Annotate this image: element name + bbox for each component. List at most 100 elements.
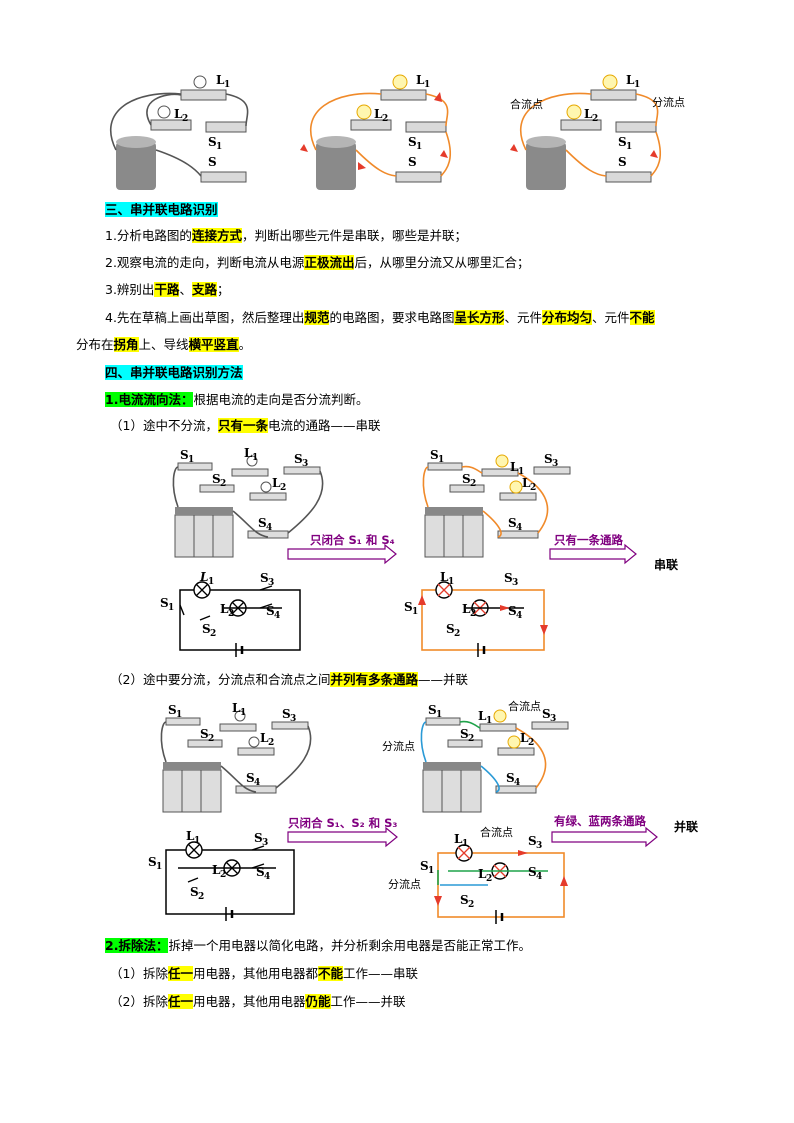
svg-text:L: L: [520, 731, 529, 745]
svg-text:有绿、蓝两条通路: 有绿、蓝两条通路: [554, 814, 646, 828]
svg-text:L: L: [174, 107, 183, 121]
s3-item-1: 1.分析电路图的连接方式，判断出哪些元件是串联，哪些是并联；: [105, 228, 467, 243]
parallel-arrow-2: 有绿、蓝两条通路: [551, 814, 658, 848]
svg-text:L: L: [478, 867, 487, 881]
svg-text:S: S: [408, 135, 417, 149]
method1: 1.电流流向法：根据电流的走向是否分流判断。: [105, 392, 369, 407]
svg-text:1: 1: [438, 455, 444, 465]
s3-item-3: 3.辨别出干路、支路；: [105, 282, 230, 297]
svg-text:S: S: [404, 600, 413, 614]
svg-text:S: S: [246, 771, 255, 785]
svg-text:S: S: [618, 155, 627, 169]
svg-text:4: 4: [516, 523, 522, 533]
svg-text:L: L: [260, 731, 269, 745]
parallel-result: 并联: [674, 819, 698, 834]
svg-text:L: L: [216, 73, 225, 87]
svg-text:4: 4: [514, 778, 520, 788]
svg-text:L: L: [478, 709, 487, 723]
svg-text:S: S: [208, 135, 217, 149]
svg-text:S: S: [256, 865, 265, 879]
svg-text:1: 1: [424, 80, 430, 90]
svg-text:S: S: [180, 448, 189, 462]
svg-text:S: S: [160, 596, 169, 610]
svg-text:2: 2: [592, 114, 598, 124]
s3-item-4-line1: 4.先在草稿上画出草图，然后整理出规范的电路图，要求电路图呈长方形、元件分布均匀…: [105, 310, 655, 325]
svg-text:S: S: [260, 571, 269, 585]
svg-text:2: 2: [268, 738, 274, 748]
svg-text:S: S: [528, 834, 537, 848]
svg-text:S: S: [148, 855, 157, 869]
svg-text:1: 1: [412, 607, 418, 617]
svg-text:2: 2: [210, 629, 216, 639]
svg-text:L: L: [462, 602, 471, 616]
svg-text:3: 3: [536, 841, 542, 851]
svg-text:S: S: [460, 727, 469, 741]
svg-text:1: 1: [240, 708, 246, 718]
svg-text:2: 2: [280, 483, 286, 493]
svg-text:S: S: [258, 516, 267, 530]
merge-point-schematic-label: 合流点: [480, 825, 513, 839]
svg-text:L: L: [416, 73, 425, 87]
svg-text:S: S: [460, 893, 469, 907]
svg-text:3: 3: [552, 459, 558, 469]
svg-text:4: 4: [254, 778, 260, 788]
merge-point-label: 合流点: [510, 97, 543, 111]
case1: （1）途中不分流，只有一条电流的通路——串联: [110, 418, 381, 433]
svg-text:2: 2: [470, 479, 476, 489]
svg-text:S: S: [254, 831, 263, 845]
svg-text:L: L: [440, 570, 449, 584]
svg-text:L: L: [510, 460, 519, 474]
split-point-label: 分流点: [652, 95, 685, 109]
svg-text:3: 3: [302, 459, 308, 469]
svg-text:L: L: [272, 476, 281, 490]
series-result: 串联: [654, 557, 678, 572]
svg-text:S: S: [618, 135, 627, 149]
svg-text:4: 4: [274, 611, 280, 621]
svg-text:1: 1: [626, 142, 632, 152]
svg-text:S: S: [542, 707, 551, 721]
svg-text:4: 4: [516, 611, 522, 621]
svg-text:L: L: [220, 602, 229, 616]
svg-text:2: 2: [530, 483, 536, 493]
svg-text:L: L: [186, 829, 195, 843]
svg-text:1: 1: [194, 836, 200, 846]
svg-text:2: 2: [382, 114, 388, 124]
rule1: （1）拆除任一用电器，其他用电器都不能工作——串联: [110, 966, 419, 981]
svg-text:S: S: [462, 472, 471, 486]
split-point-schematic-label: 分流点: [388, 877, 421, 891]
method2: 2.拆除法：拆掉一个用电器以简化电路，并分析剩余用电器是否能正常工作。: [105, 938, 531, 953]
svg-text:L: L: [244, 446, 253, 460]
svg-text:L: L: [522, 476, 531, 490]
svg-text:4: 4: [264, 872, 270, 882]
svg-text:1: 1: [156, 862, 162, 872]
svg-text:1: 1: [518, 467, 524, 477]
svg-text:1: 1: [176, 710, 182, 720]
svg-text:S: S: [200, 727, 209, 741]
svg-text:S: S: [508, 604, 517, 618]
svg-text:2: 2: [468, 734, 474, 744]
svg-text:1: 1: [224, 80, 230, 90]
svg-text:L: L: [199, 570, 208, 584]
section3-heading: 三、串并联电路识别: [105, 202, 218, 217]
svg-text:只闭合 S₁ 和 S₄: 只闭合 S₁ 和 S₄: [310, 533, 395, 547]
svg-text:2: 2: [182, 114, 188, 124]
series-arrow-1: 只闭合 S₁ 和 S₄: [287, 533, 397, 565]
svg-text:3: 3: [290, 714, 296, 724]
svg-text:4: 4: [536, 872, 542, 882]
svg-text:2: 2: [486, 874, 492, 884]
svg-text:只有一条通路: 只有一条通路: [554, 533, 623, 547]
svg-text:S: S: [504, 571, 513, 585]
parallel-arrow-1: 只闭合 S₁、S₂ 和 S₃: [287, 816, 398, 848]
svg-text:2: 2: [470, 609, 476, 619]
svg-text:S: S: [430, 448, 439, 462]
svg-text:2: 2: [528, 738, 534, 748]
svg-text:S: S: [528, 865, 537, 879]
split-point-label-2: 分流点: [382, 739, 415, 753]
